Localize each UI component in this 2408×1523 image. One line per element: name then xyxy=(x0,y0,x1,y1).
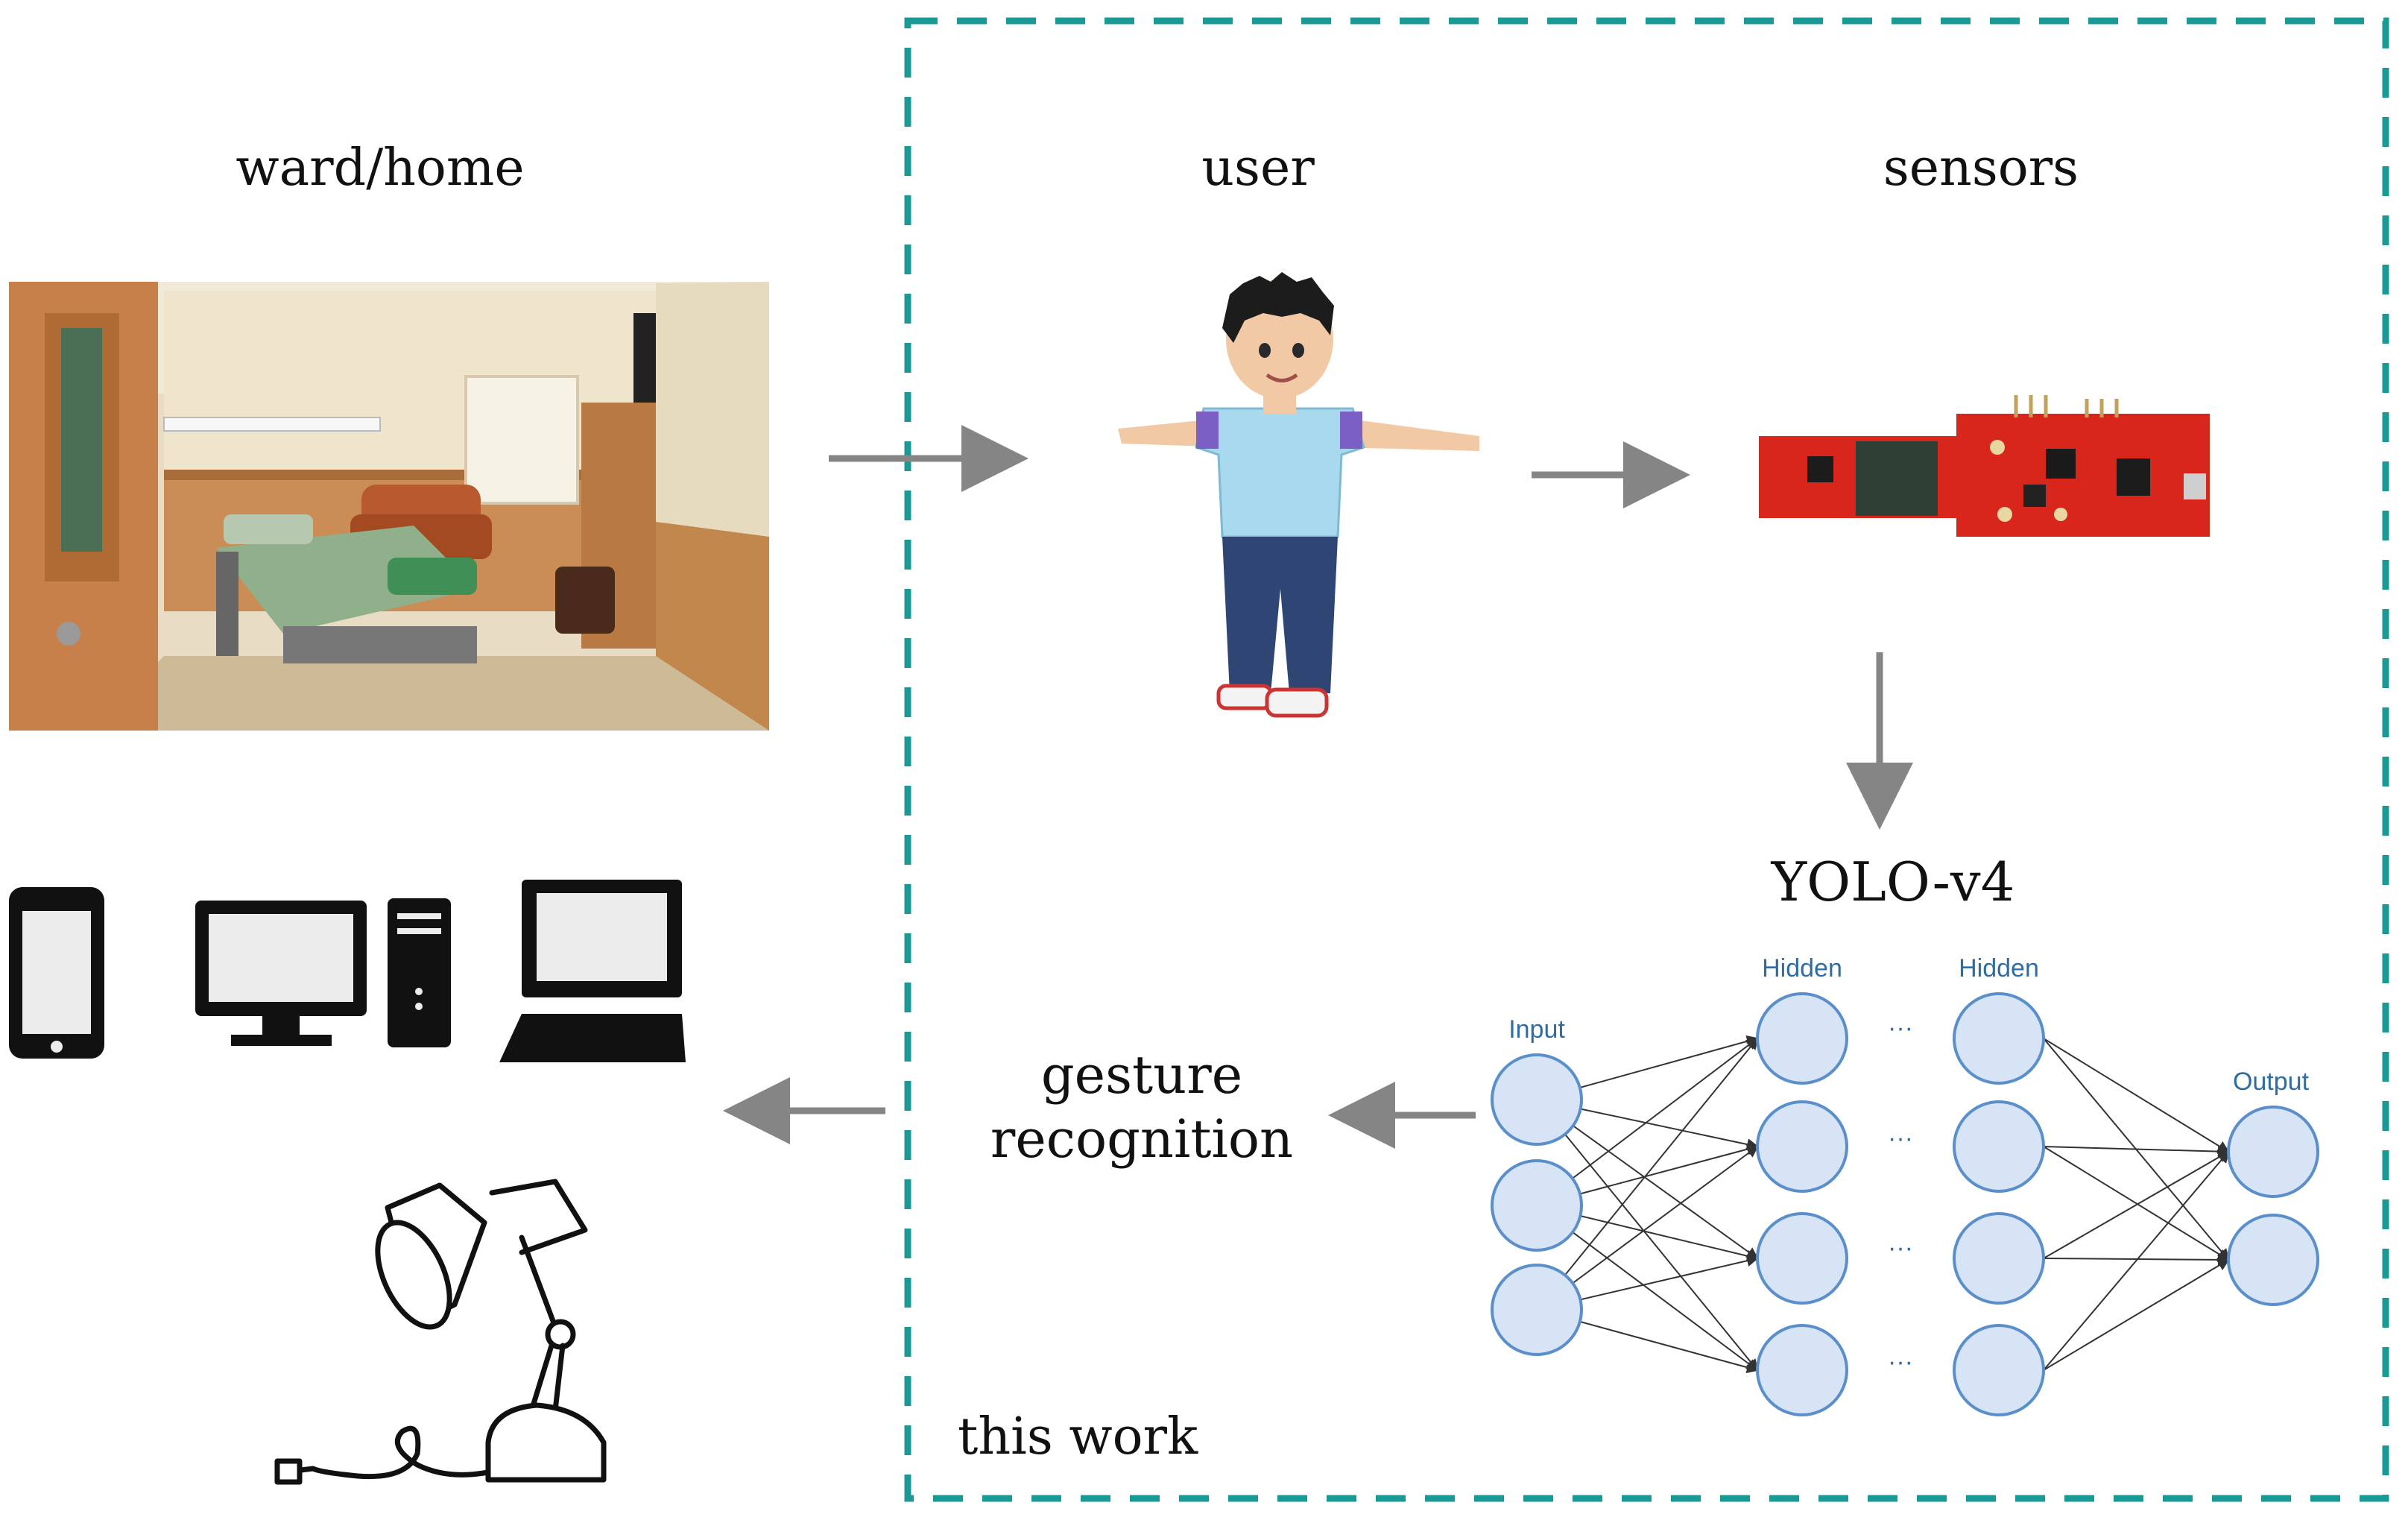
network-connections xyxy=(1536,1035,2230,1374)
desktop-computer-icon xyxy=(195,898,451,1047)
smartphone-icon xyxy=(9,887,104,1059)
output-layer-label: Output xyxy=(2233,1068,2310,1096)
hidden1-layer-label: Hidden xyxy=(1762,954,1842,983)
hidden2-node xyxy=(1953,1100,2045,1193)
user-avatar xyxy=(1118,272,1479,718)
hidden2-node xyxy=(1953,992,2045,1085)
ellipsis-row1: ··· xyxy=(1888,1014,1913,1042)
desk-lamp-icon xyxy=(274,1179,607,1485)
hidden1-node xyxy=(1756,1100,1848,1193)
hidden2-layer-label: Hidden xyxy=(1959,954,2039,983)
hidden1-node xyxy=(1756,1324,1848,1416)
hidden2-node xyxy=(1953,1212,2045,1305)
output-node xyxy=(2227,1106,2319,1198)
output-node xyxy=(2227,1214,2319,1306)
input-node xyxy=(1491,1053,1583,1146)
ward-home-label: ward/home xyxy=(236,139,524,198)
this-work-label: this work xyxy=(958,1407,1198,1466)
this-work-boundary xyxy=(904,17,2389,1502)
sensor-board xyxy=(1759,395,2210,537)
input-node xyxy=(1491,1159,1583,1252)
laptop-icon xyxy=(499,880,686,1062)
model-label: YOLO-v4 xyxy=(1771,851,2015,913)
ward-room-photo xyxy=(9,282,769,731)
input-node xyxy=(1491,1264,1583,1356)
gesture-label-line2: recognition xyxy=(990,1109,1293,1170)
ellipsis-row2: ··· xyxy=(1888,1124,1913,1153)
network-nodes xyxy=(1491,992,2319,1416)
user-label: user xyxy=(1201,139,1315,198)
input-layer-label: Input xyxy=(1508,1015,1565,1044)
hidden2-node xyxy=(1953,1324,2045,1416)
hidden1-node xyxy=(1756,1212,1848,1305)
neural-network: Input Hidden Hidden Output ··· ··· ··· ·… xyxy=(1491,954,2319,1416)
gesture-label-line1: gesture xyxy=(1041,1044,1242,1106)
sensors-label: sensors xyxy=(1883,139,2079,198)
ellipsis-row3: ··· xyxy=(1888,1234,1913,1262)
ellipsis-row4: ··· xyxy=(1888,1348,1913,1376)
hidden1-node xyxy=(1756,992,1848,1085)
